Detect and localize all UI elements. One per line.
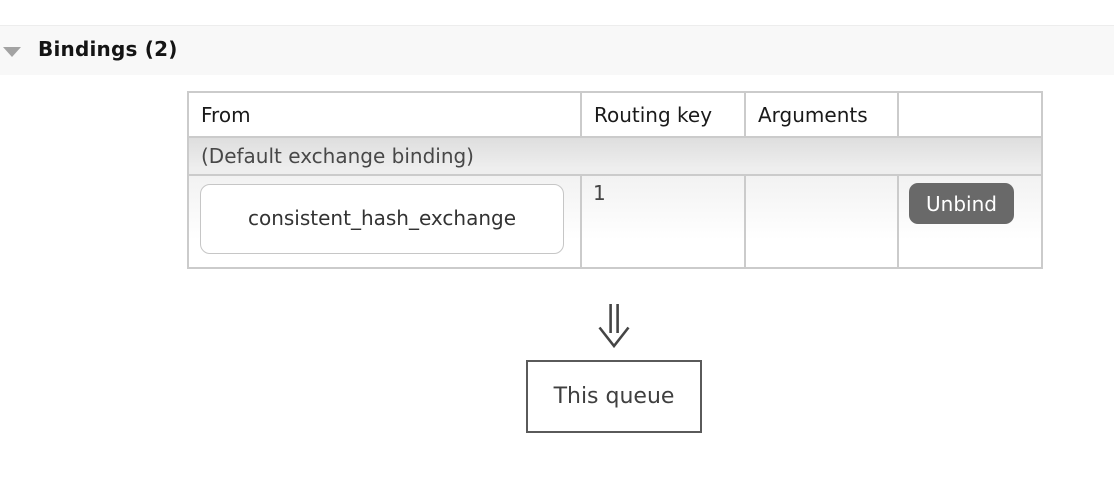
binding-diagram-arrow-row xyxy=(187,302,1041,352)
default-exchange-binding-label: (Default exchange binding) xyxy=(187,136,1043,176)
action-cell: Unbind xyxy=(897,174,1043,269)
column-header-actions xyxy=(897,91,1043,138)
column-header-from: From xyxy=(187,91,582,138)
section-title[interactable]: Bindings (2) xyxy=(38,37,178,61)
exchange-link[interactable]: consistent_hash_exchange xyxy=(200,184,564,254)
column-header-arguments: Arguments xyxy=(744,91,899,138)
from-cell: consistent_hash_exchange xyxy=(187,174,582,269)
unbind-button[interactable]: Unbind xyxy=(909,183,1014,224)
routing-key-cell: 1 xyxy=(580,174,746,269)
default-exchange-binding-row: (Default exchange binding) xyxy=(187,136,1043,176)
this-queue-box: This queue xyxy=(526,360,702,433)
binding-diagram-target-row: This queue xyxy=(187,360,1041,433)
binding-row: consistent_hash_exchange 1 Unbind xyxy=(187,174,1043,269)
bindings-table: From Routing key Arguments (Default exch… xyxy=(187,91,1043,269)
double-down-arrow-icon xyxy=(598,304,630,349)
column-header-routing-key: Routing key xyxy=(580,91,746,138)
arguments-cell xyxy=(744,174,899,269)
table-header-row: From Routing key Arguments xyxy=(187,91,1043,138)
section-header: Bindings (2) xyxy=(0,25,1114,75)
collapse-triangle-icon[interactable] xyxy=(3,47,21,57)
